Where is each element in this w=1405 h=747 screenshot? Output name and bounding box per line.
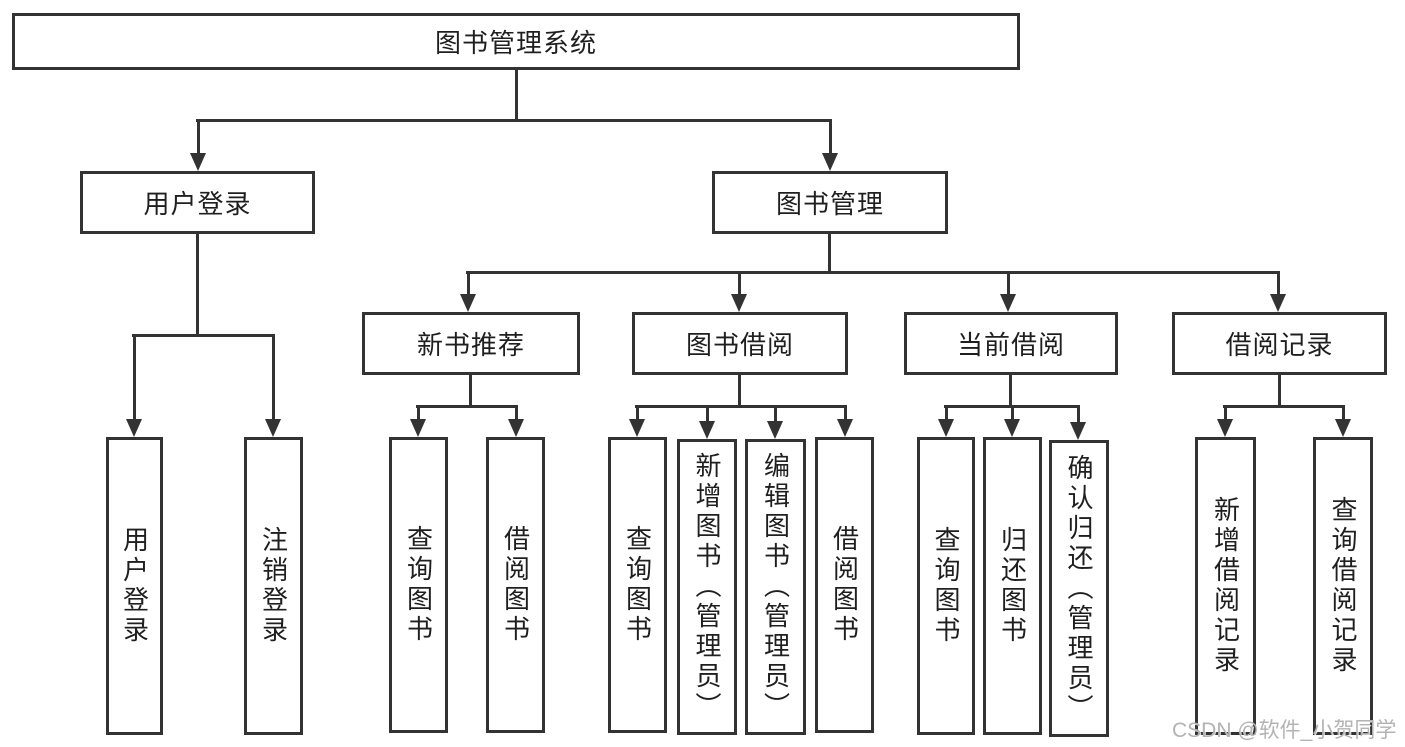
arrow-to-cu-return [1004, 405, 1020, 437]
connector-root-hline [196, 119, 832, 122]
node-login-label: 用户登录 [119, 526, 150, 646]
node-borrowing-records-label: 借阅记录 [1225, 330, 1334, 360]
node-user-login-label: 用户登录 [143, 189, 252, 219]
connector-current-stem [1009, 375, 1012, 408]
node-current-borrowing-label: 当前借阅 [956, 330, 1065, 360]
arrow-to-book-management [822, 119, 838, 171]
arrow-to-new-book-recommend [460, 271, 476, 312]
node-bw-add-books-admin-label: 新增图书（管理员） [692, 452, 722, 722]
node-bw-edit-books-admin-label: 编辑图书（管理员） [760, 452, 791, 722]
arrow-to-nb-query [410, 405, 426, 437]
connector-book-mgmt-hline [466, 271, 1280, 274]
node-book-borrowing-label: 图书借阅 [685, 330, 794, 360]
arrow-to-bw-edit [767, 405, 783, 439]
connector-borrowing-stem [738, 375, 741, 408]
arrow-to-nb-borrow [508, 405, 524, 437]
node-rc-query-record-label: 查询借阅记录 [1328, 496, 1358, 676]
arrow-to-current-borrowing [1000, 271, 1016, 312]
node-cu-confirm-return-admin: 确认归还（管理员） [1049, 440, 1109, 737]
node-new-book-recommend-label: 新书推荐 [416, 330, 525, 360]
node-bw-borrow-books-label: 借阅图书 [829, 525, 860, 645]
node-logout-label: 注销登录 [258, 526, 289, 646]
node-rc-query-record: 查询借阅记录 [1313, 437, 1373, 735]
node-nb-query-books: 查询图书 [389, 437, 448, 733]
node-cu-query-books-label: 查询图书 [931, 526, 961, 646]
arrow-to-user-login [190, 119, 206, 171]
node-rc-add-record-label: 新增借阅记录 [1210, 496, 1241, 676]
node-bw-query-books-label: 查询图书 [622, 525, 653, 645]
node-nb-borrow-books: 借阅图书 [486, 437, 545, 733]
arrow-to-login [126, 334, 142, 437]
connector-new-book-hline [416, 405, 518, 408]
connector-root-stem [515, 70, 518, 122]
node-new-book-recommend: 新书推荐 [362, 312, 580, 375]
arrow-to-rc-query [1335, 405, 1351, 437]
node-current-borrowing: 当前借阅 [904, 312, 1118, 375]
node-borrowing-records: 借阅记录 [1172, 312, 1387, 375]
connector-new-book-stem [469, 375, 472, 408]
arrow-to-bw-add [699, 405, 715, 439]
node-cu-return-books-label: 归还图书 [997, 526, 1028, 646]
node-bw-borrow-books: 借阅图书 [815, 437, 874, 733]
node-nb-query-books-label: 查询图书 [403, 525, 434, 645]
arrow-to-cu-confirm [1070, 405, 1086, 440]
node-bw-query-books: 查询图书 [608, 437, 667, 733]
node-book-borrowing: 图书借阅 [632, 312, 848, 375]
node-login: 用户登录 [106, 437, 163, 735]
arrow-to-borrowing-records [1270, 271, 1286, 312]
node-library-system-label: 图书管理系统 [434, 28, 597, 58]
arrow-to-book-borrowing [731, 271, 747, 312]
node-rc-add-record: 新增借阅记录 [1195, 437, 1256, 735]
arrow-to-logout [265, 334, 281, 437]
node-bw-edit-books-admin: 编辑图书（管理员） [745, 439, 806, 735]
node-library-system: 图书管理系统 [12, 13, 1020, 70]
node-user-login: 用户登录 [80, 171, 315, 234]
node-book-management-label: 图书管理 [775, 189, 884, 219]
connector-records-hline [1223, 405, 1345, 408]
connector-records-stem [1278, 375, 1281, 408]
arrow-to-bw-query [629, 405, 645, 437]
node-cu-return-books: 归还图书 [983, 437, 1042, 735]
arrow-to-rc-add [1217, 405, 1233, 437]
connector-user-login-hline [132, 334, 275, 337]
arrow-to-bw-borrow [837, 405, 853, 437]
connector-borrowing-hline [635, 405, 847, 408]
node-book-management: 图书管理 [712, 171, 948, 234]
arrow-to-cu-query [938, 405, 954, 437]
watermark: CSDN @软件_小贺同学 [1172, 719, 1397, 742]
node-logout: 注销登录 [244, 437, 303, 735]
connector-user-login-stem [196, 234, 199, 337]
node-nb-borrow-books-label: 借阅图书 [500, 525, 531, 645]
node-cu-query-books: 查询图书 [917, 437, 975, 735]
node-cu-confirm-return-admin-label: 确认归还（管理员） [1064, 453, 1094, 724]
connector-book-mgmt-stem [828, 234, 831, 274]
node-bw-add-books-admin: 新增图书（管理员） [677, 439, 737, 735]
